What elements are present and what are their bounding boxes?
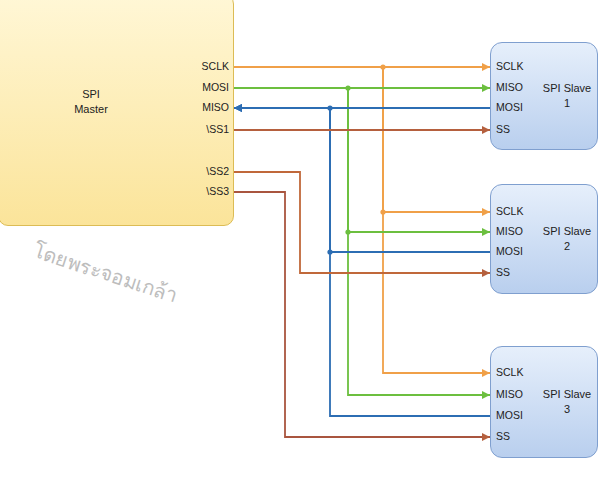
pin-name: SCLK [202,61,229,73]
pin-name: MOSI [496,410,523,422]
pin-name: MOSI [496,102,523,114]
signal-wire [234,108,490,416]
signal-wire [234,67,490,373]
pin-name: \SS3 [206,186,229,198]
signal-wire [234,88,490,395]
signal-wire [234,88,490,232]
junction-dot [380,64,385,69]
pin-name: MOSI [496,246,523,258]
pin-name: MOSI [202,82,229,94]
signal-wire [234,108,490,252]
pin-name: MISO [202,102,229,114]
signal-wire [234,192,490,437]
junction-dot [327,105,332,110]
junction-dot [345,85,350,90]
node-title: SPI Slave 3 [542,387,592,417]
pin-name: SCLK [496,61,523,73]
junction-dot [380,209,385,214]
watermark: โดยพระจอมเกล้า [30,239,179,306]
pin-name: \SS1 [206,124,229,136]
junction-dot [345,229,350,234]
pin-name: MISO [496,226,523,238]
pin-name: SCLK [496,206,523,218]
signal-wire [234,129,490,131]
pin-name: SCLK [496,367,523,379]
pin-name: SS [496,431,510,443]
pin-name: SS [496,124,510,136]
pin-name: SS [496,267,510,279]
pin-name: MISO [496,82,523,94]
pin-name: MISO [496,389,523,401]
junction-dot [327,249,332,254]
signal-wire [234,172,490,273]
node-title: SPI Slave 2 [542,224,592,254]
node-title: SPI Master [65,87,117,117]
node-title: SPI Slave 1 [542,81,592,111]
master-box: SPI Master [0,0,234,226]
pin-name: \SS2 [206,166,229,178]
junction-dots [327,64,385,254]
